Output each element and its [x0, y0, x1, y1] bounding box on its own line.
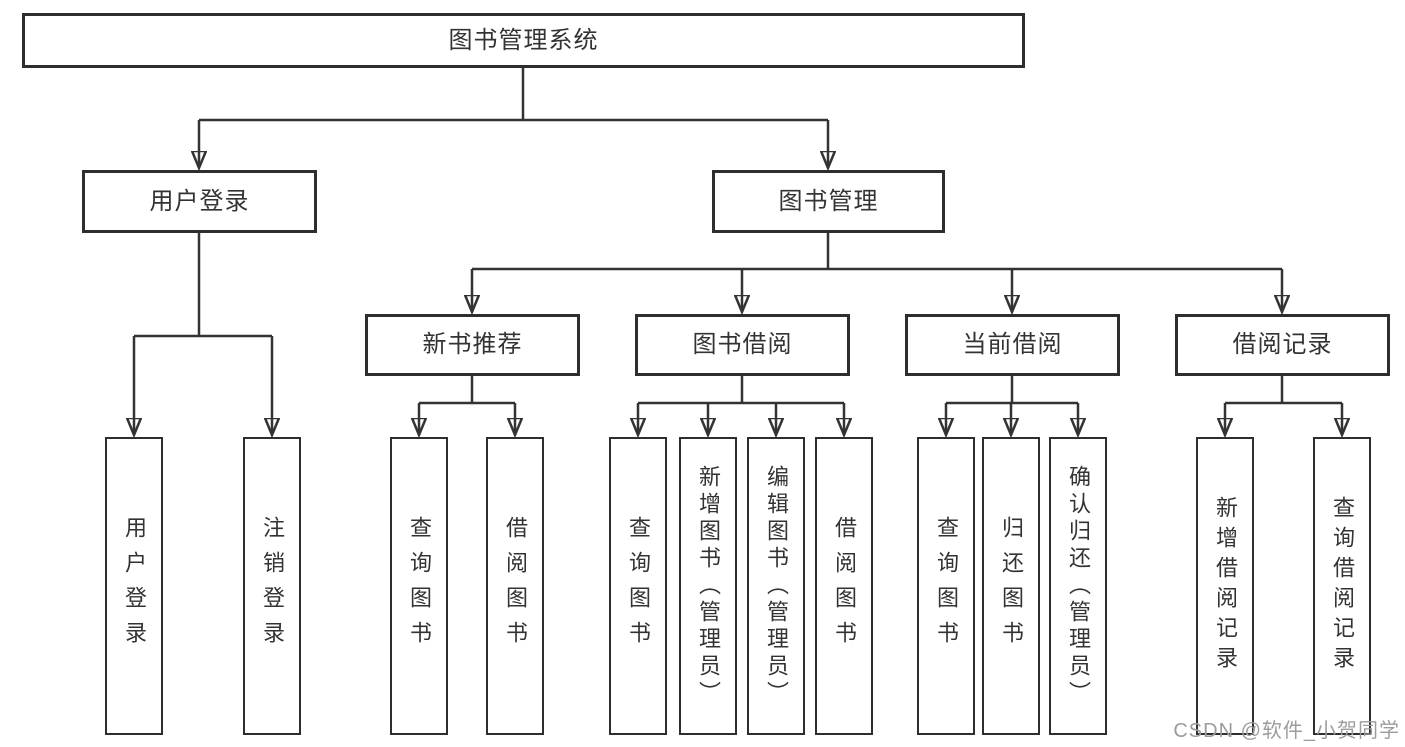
connector-root-trunk [199, 68, 828, 122]
leaf-label: 查询借阅记录 [1330, 496, 1355, 676]
leaf-query-books-current: 查询图书 [917, 437, 975, 735]
connector-login-trunk [134, 233, 272, 338]
leaf-edit-books-admin: 编辑图书（管理员） [747, 437, 805, 735]
node-user-login: 用户登录 [82, 170, 317, 233]
leaf-label: 新增图书（管理员） [696, 464, 721, 708]
node-label: 图书管理系统 [448, 26, 599, 54]
node-current-borrow: 当前借阅 [905, 314, 1120, 376]
leaf-query-books-recommend: 查询图书 [390, 437, 448, 735]
leaf-label: 编辑图书（管理员） [764, 464, 789, 708]
leaf-borrow-books: 借阅图书 [815, 437, 873, 735]
node-book-borrow: 图书借阅 [635, 314, 850, 376]
leaf-label: 查询图书 [407, 516, 432, 656]
node-label: 图书管理 [778, 187, 879, 215]
leaf-label: 归还图书 [999, 516, 1024, 656]
node-borrow-records: 借阅记录 [1175, 314, 1390, 376]
node-label: 借阅记录 [1232, 331, 1333, 358]
leaf-label: 查询图书 [626, 516, 651, 656]
leaf-label: 注销登录 [260, 516, 285, 656]
node-label: 图书借阅 [692, 331, 793, 358]
leaf-logout: 注销登录 [243, 437, 301, 735]
node-new-book-recommend: 新书推荐 [365, 314, 580, 376]
watermark: CSDN @软件_小贺同学 [1173, 720, 1400, 742]
leaf-return-books: 归还图书 [982, 437, 1040, 735]
connector-current-trunk [946, 376, 1078, 405]
leaf-add-borrow-record: 新增借阅记录 [1196, 437, 1254, 735]
leaf-query-books-borrow: 查询图书 [609, 437, 667, 735]
connector-records-trunk [1225, 376, 1342, 405]
node-library-system: 图书管理系统 [22, 13, 1025, 68]
leaf-label: 查询图书 [934, 516, 959, 656]
node-book-management: 图书管理 [712, 170, 945, 233]
leaf-confirm-return-admin: 确认归还（管理员） [1049, 437, 1107, 735]
leaf-label: 用户登录 [122, 516, 147, 656]
leaf-label: 借阅图书 [832, 516, 857, 656]
connector-bookmgmt-trunk [472, 233, 1282, 271]
leaf-label: 借阅图书 [503, 516, 528, 656]
connector-borrow-trunk [638, 376, 844, 405]
leaf-query-borrow-record: 查询借阅记录 [1313, 437, 1371, 735]
leaf-add-books-admin: 新增图书（管理员） [679, 437, 737, 735]
leaf-borrow-books-recommend: 借阅图书 [486, 437, 544, 735]
connector-recommend-trunk [419, 376, 515, 405]
leaf-label: 新增借阅记录 [1213, 496, 1238, 676]
node-label: 新书推荐 [422, 331, 523, 358]
leaf-label: 确认归还（管理员） [1066, 464, 1091, 708]
node-label: 用户登录 [149, 187, 250, 215]
node-label: 当前借阅 [962, 331, 1063, 358]
leaf-user-login: 用户登录 [105, 437, 163, 735]
